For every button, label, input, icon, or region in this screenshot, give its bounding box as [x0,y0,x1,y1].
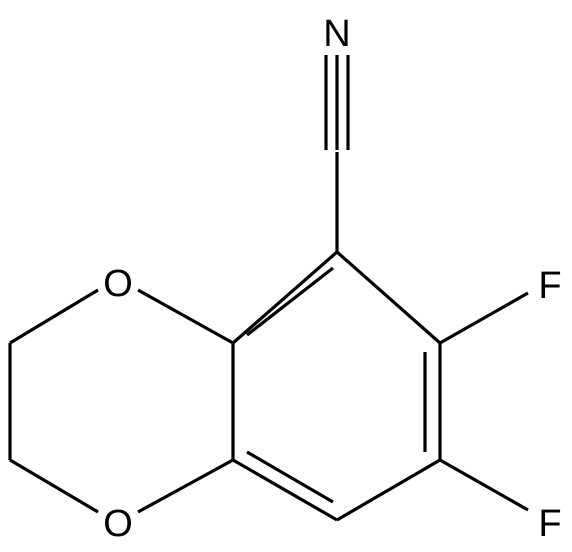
c-f-bond-upper [439,291,529,345]
nitrile-nitrogen-label: N [323,13,350,55]
oxygen-upper-label: O [103,263,133,305]
c-f-bond-lower [439,458,529,512]
fluorine-lower-label: F [538,503,561,545]
oxygen-lower-label: O [103,503,133,545]
fluorine-upper-label: F [538,265,561,307]
nitrile-triple-bond [324,55,350,252]
dioxane-ring [8,288,234,514]
benzene-ring [231,250,442,522]
